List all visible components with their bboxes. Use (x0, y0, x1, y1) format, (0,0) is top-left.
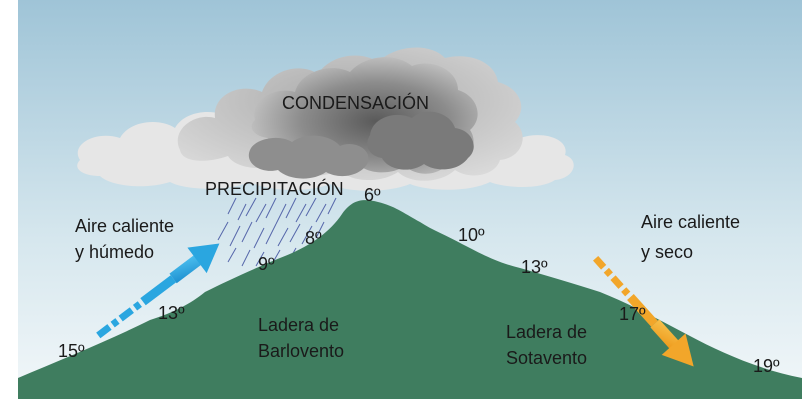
windward-arrow (96, 243, 220, 339)
temperature-6: 6º (364, 185, 381, 205)
windward-slope-label-line1: Ladera de (258, 315, 340, 335)
windward-air-label-line1: Aire caliente (75, 216, 175, 236)
windward-air-label-line2: y húmedo (75, 242, 155, 262)
condensation-label: CONDENSACIÓN (282, 93, 430, 113)
temperature-17: 17º (619, 304, 646, 324)
leeward-air-label-line1: Aire caliente (641, 212, 741, 232)
temperature-19: 19º (753, 356, 780, 376)
temperature-13-leeward: 13º (521, 257, 548, 277)
mountain (18, 200, 802, 399)
leeward-air-label-line2: y seco (641, 242, 694, 262)
precipitation-label: PRECIPITACIÓN (205, 179, 344, 199)
leeward-arrow (593, 255, 694, 367)
rain (217, 197, 337, 267)
temperature-15: 15º (58, 341, 85, 361)
leeward-slope-label-line2: Sotavento (506, 348, 588, 368)
leeward-slope-label-line1: Ladera de (506, 322, 588, 342)
cloud (77, 47, 574, 191)
windward-slope-label-line2: Barlovento (258, 341, 345, 361)
temperature-13-windward: 13º (158, 303, 185, 323)
temperature-8: 8º (305, 228, 322, 248)
temperature-9: 9º (258, 254, 275, 274)
temperature-10: 10º (458, 225, 485, 245)
